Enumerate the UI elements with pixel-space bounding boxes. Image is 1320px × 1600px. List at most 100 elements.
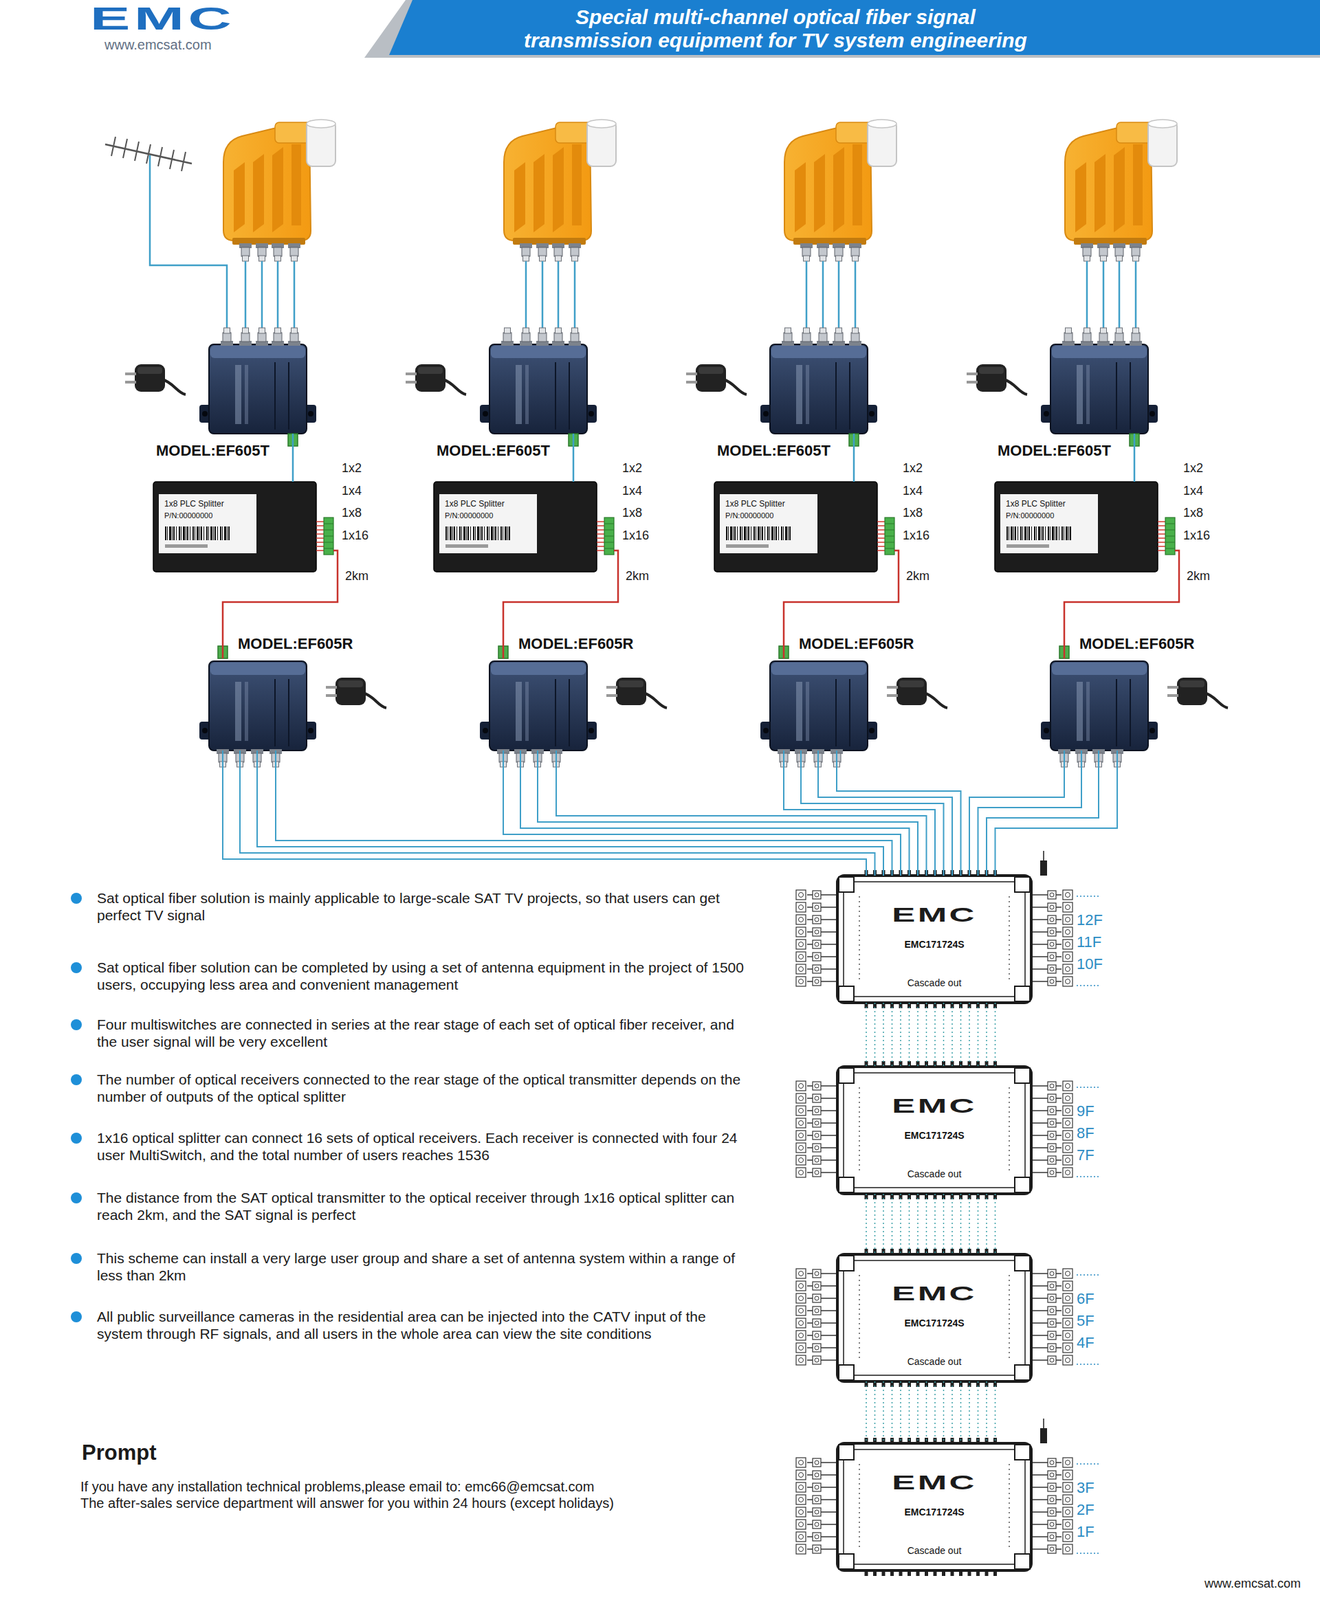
art-shape [70,1253,82,1265]
connector-wire [908,1003,911,1067]
equipment-column [405,119,667,768]
connector-wire [943,1003,945,1067]
connector-wire [934,1003,936,1067]
split-ratio: 1x16 [622,528,649,544]
prompt-heading: Prompt [81,1441,157,1466]
splitter-name: 1x8 PLC Splitter [164,499,225,510]
art-shape [70,962,82,974]
connector-wire [891,1381,894,1444]
connector-wire [865,1003,867,1067]
multiswitch-illustration [796,1249,1099,1388]
connector-wire [951,1381,953,1444]
multiswitch-illustration [796,870,1099,1009]
equipment-column [966,119,1228,768]
model-number: EMC171724S [904,1317,964,1329]
receiver-box: MODEL:EF605R [199,658,317,751]
connector-wire [986,750,1099,876]
brand-logo: EMC [891,1472,977,1494]
connector-wire [503,750,901,876]
bullet-note: Sat optical fiber solution can be comple… [96,959,751,994]
connector-wire [926,1194,928,1255]
split-ratio: 1x4 [902,484,923,499]
prompt-text: If you have any installation technical p… [80,1479,594,1496]
bullet-note: All public surveillance cameras in the r… [96,1308,751,1343]
art-shape [70,1019,82,1031]
split-ratio: 1x8 [1183,506,1204,521]
floor-label: 3F [1076,1479,1095,1497]
connector-wire [891,1194,894,1255]
floor-label: 12F [1076,911,1103,929]
connector-wire [874,1003,876,1067]
connector-wire [985,1381,988,1444]
connector-wire [836,750,962,876]
connector-wire [853,433,856,482]
splitter-box: 1x8 PLC SplitterP/N:00000000 [153,481,334,572]
connector-wire [994,1003,997,1067]
splitter-name: 1x8 PLC Splitter [444,499,505,510]
bullet-note: This scheme can install a very large use… [96,1249,751,1285]
split-ratio: 1x8 [902,506,923,521]
connector-wire [917,1194,919,1255]
bullet-dots [70,893,82,1323]
connector-wire [968,1003,971,1067]
split-ratio: 1x2 [341,461,362,476]
art-shape [70,1074,82,1086]
split-ratio: 1x4 [1183,484,1204,499]
connector-wire [917,1003,919,1067]
model-number: EMC171724S [904,1130,964,1142]
connector [503,750,927,876]
connector-wire [977,1003,979,1067]
art-shape [1042,1419,1045,1430]
art-shape [111,136,186,172]
split-ratio: 1x4 [341,484,362,499]
floor-label: 11F [1076,933,1102,951]
floor-label: 2F [1076,1501,1095,1519]
connector-wire [537,750,918,876]
connector-wire [908,1381,911,1444]
art-shape [149,155,227,328]
transmitter-box: MODEL:EF605T [1040,341,1158,434]
brand-logo: EMC [891,904,977,926]
model-label: MODEL:EF605T [717,442,831,460]
art-shape [70,1133,82,1144]
art-shape [70,1311,82,1323]
transmitter-box: MODEL:EF605T [479,341,597,434]
art-shape [1040,860,1048,876]
model-number: EMC171724S [904,1507,964,1518]
model-label: MODEL:EF605T [997,442,1111,460]
connector-wire [943,1381,945,1444]
bullet-note: The number of optical receivers connecte… [96,1071,751,1106]
floor-label: 4F [1076,1334,1095,1352]
model-label: MODEL:EF605R [518,635,634,653]
connector-wire [556,750,927,876]
connector-wire [968,1194,971,1255]
connector [866,1003,996,1067]
footer-url: www.emcsat.com [1204,1577,1301,1592]
connector-wire [977,1381,979,1444]
antenna-illustration [105,136,227,328]
connector-wire [222,750,867,876]
connector-wire [977,1194,979,1255]
edge-label: 2km [343,569,370,584]
edge-label: 2km [1185,569,1212,584]
connector-wire [960,1194,962,1255]
receiver-box: MODEL:EF605R [479,658,597,751]
edge-label: 2km [624,569,651,584]
connector [866,1194,996,1255]
connector-wire [882,1003,885,1067]
connector-wire [994,1194,997,1255]
multiswitch-box: EMC EMC171724S Cascade out [837,1067,1032,1195]
brand-logo: EMC [891,1095,977,1117]
port-caption: Cascade out [907,1168,962,1180]
connector-wire [239,750,876,876]
splitter-box: 1x8 PLC SplitterP/N:00000000 [714,481,895,572]
prompt-text: The after-sales service department will … [80,1496,614,1512]
equipment-column [686,119,948,768]
connector-wire [968,1381,971,1444]
split-ratio: 1x2 [1183,461,1204,476]
connector-wire [800,750,944,876]
art-shape [70,1192,82,1204]
floor-label: 7F [1076,1146,1095,1164]
connector [969,750,1118,876]
